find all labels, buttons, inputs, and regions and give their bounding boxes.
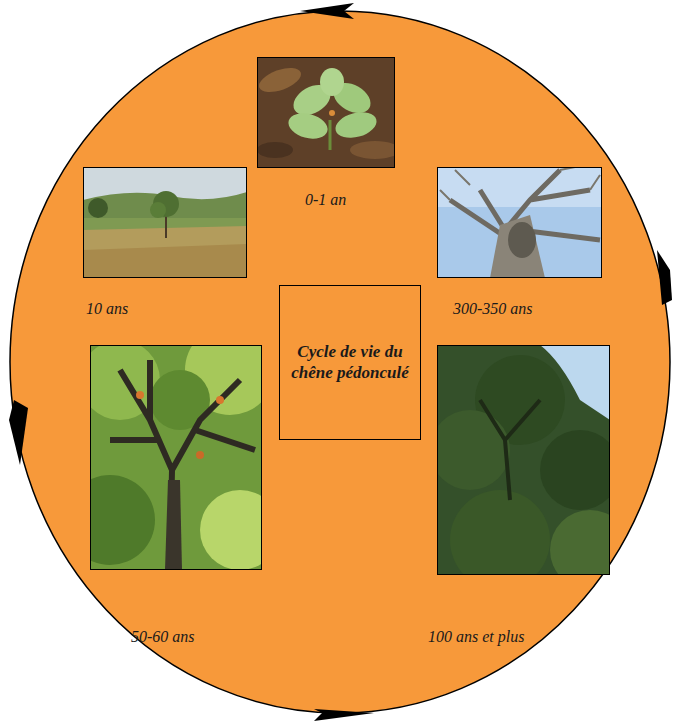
photo-frame: 300-350 ans [437,167,602,278]
photo-frame: 0-1 an [257,57,395,168]
cycle-arrow [657,250,672,305]
photo-frame: 100 ans et plus [437,345,610,575]
age-caption: 100 ans et plus [428,628,524,646]
photo-frame: 10 ans [83,167,247,278]
mature-tree-photo [90,345,262,570]
cycle-ellipse [10,11,670,713]
cycle-arrow [314,709,374,721]
cycle-arrow [300,3,354,19]
old-oak-photo [437,345,610,575]
cycle-arrow [9,400,28,465]
young-tree-photo [83,167,247,278]
age-caption: 50-60 ans [131,628,195,646]
photo-frame: 50-60 ans [90,345,262,570]
age-caption: 10 ans [86,300,128,318]
diagram-title: Cycle de vie du chêne pédonculé [291,342,409,383]
age-caption: 0-1 an [305,191,346,209]
age-caption: 300-350 ans [453,300,533,318]
seedling-photo [257,57,395,168]
title-box: Cycle de vie du chêne pédonculé [279,285,421,440]
old-tree-photo [437,167,602,278]
